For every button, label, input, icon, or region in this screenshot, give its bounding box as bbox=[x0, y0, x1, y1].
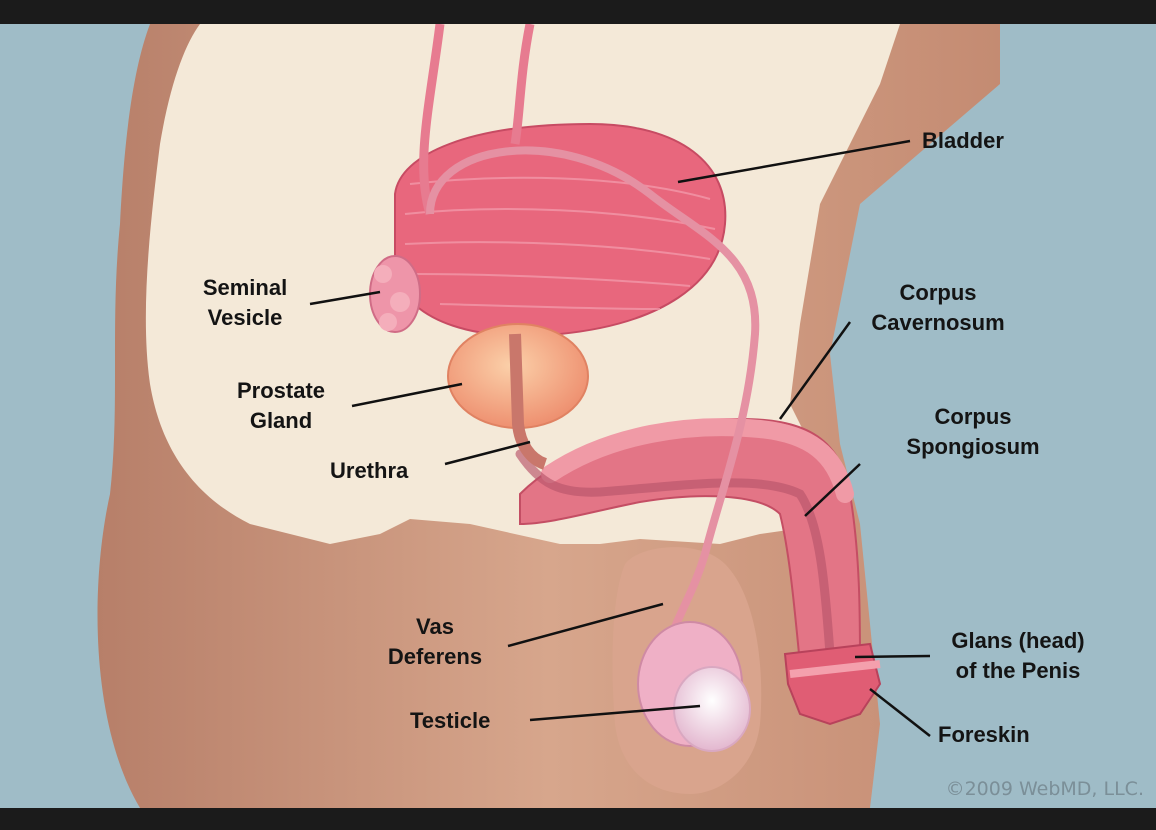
urethra-prostatic bbox=[509, 333, 548, 470]
label-corpus-spongiosum: Corpus Spongiosum bbox=[906, 404, 1040, 459]
label-glans: Glans (head) of the Penis bbox=[951, 628, 1085, 683]
ureter-right bbox=[510, 24, 535, 145]
label-testicle: Testicle bbox=[410, 708, 491, 733]
foreskin-fold bbox=[789, 660, 881, 678]
label-corpus-cavernosum: Corpus Cavernosum bbox=[871, 280, 1005, 335]
anatomy-drawing bbox=[97, 24, 1000, 808]
ureter-left bbox=[419, 24, 445, 216]
label-bladder: Bladder bbox=[922, 128, 1004, 153]
label-vas-deferens: Vas Deferens bbox=[387, 614, 483, 669]
copyright-notice: ©2009 WebMD, LLC. bbox=[945, 778, 1144, 800]
label-urethra: Urethra bbox=[330, 458, 409, 483]
leader-lines bbox=[309, 139, 931, 737]
testicle bbox=[673, 666, 751, 752]
bladder-texture bbox=[404, 176, 716, 310]
anatomy-illustration: Bladder Seminal Vesicle Prostate Gland U… bbox=[0, 24, 1156, 808]
label-prostate-gland: Prostate Gland bbox=[236, 378, 326, 433]
vas-deferens bbox=[426, 146, 760, 665]
label-seminal-vesicle: Seminal Vesicle bbox=[202, 275, 288, 330]
corpus-cavernosum-body bbox=[541, 418, 854, 503]
urethra-channel bbox=[515, 449, 835, 659]
label-foreskin: Foreskin bbox=[938, 722, 1030, 747]
